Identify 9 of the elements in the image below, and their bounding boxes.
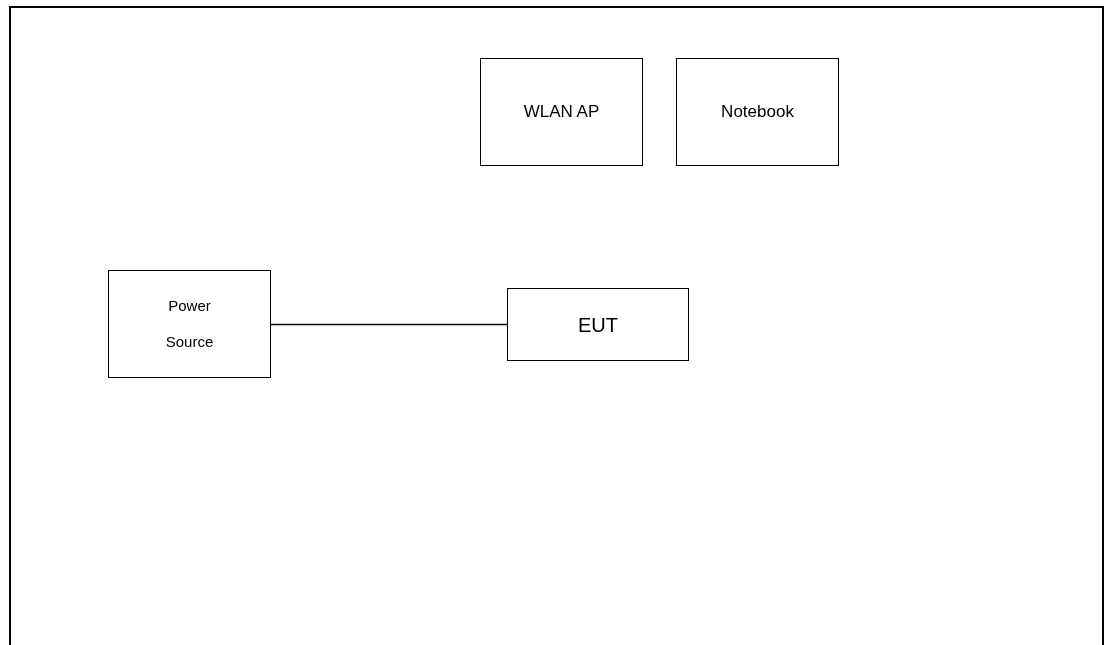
connection-line (270, 323, 508, 326)
device-label: Power Source (164, 296, 215, 352)
device-box (507, 288, 689, 361)
device-label: Notebook (721, 101, 794, 123)
device-box (108, 270, 271, 378)
device-box (480, 58, 643, 166)
device-label: EUT (578, 312, 618, 337)
device-label: WLAN AP (523, 101, 600, 123)
device-box (676, 58, 839, 166)
